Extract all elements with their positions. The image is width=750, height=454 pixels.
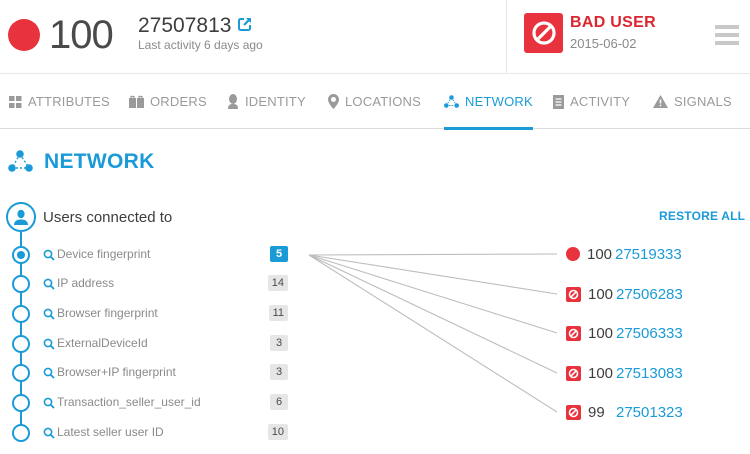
connected-user: 100 27519333 — [566, 245, 682, 263]
connection-radio[interactable] — [12, 364, 30, 382]
tab-activity[interactable]: ACTIVITY — [553, 74, 630, 129]
connection-label[interactable]: Latest seller user ID — [57, 425, 164, 439]
connection-count-badge: 6 — [270, 394, 288, 410]
connection-radio[interactable] — [12, 335, 30, 353]
connected-user-id-link[interactable]: 27513083 — [616, 364, 683, 382]
tab-label: NETWORK — [465, 94, 533, 109]
status-label: BAD USER — [570, 14, 656, 31]
network-icon — [444, 95, 459, 108]
user-icon — [6, 202, 36, 232]
shopping-bags-icon — [129, 95, 144, 108]
connected-user-id-link[interactable]: 27501323 — [616, 403, 683, 421]
tab-label: LOCATIONS — [345, 94, 421, 109]
user-score: 100 — [49, 13, 114, 57]
connection-label[interactable]: Browser fingerprint — [57, 306, 158, 320]
user-header: 100 27507813 Last activity 6 days ago BA… — [0, 0, 750, 74]
connection-row[interactable]: Transaction_seller_user_id 6 — [12, 394, 292, 412]
connection-row[interactable]: Device fingerprint 5 — [12, 246, 292, 264]
tab-label: ORDERS — [150, 94, 207, 109]
connection-row[interactable]: Browser+IP fingerprint 3 — [12, 364, 292, 382]
tab-identity[interactable]: IDENTITY — [227, 74, 306, 129]
search-icon[interactable] — [43, 427, 55, 439]
connection-row[interactable]: Browser fingerprint 11 — [12, 305, 292, 323]
connection-row[interactable]: ExternalDeviceId 3 — [12, 335, 292, 353]
section-heading: NETWORK — [8, 150, 155, 174]
status-date: 2015-06-02 — [570, 36, 637, 51]
tab-network[interactable]: NETWORK — [444, 74, 533, 130]
connection-count-badge: 10 — [267, 424, 288, 440]
connection-count-badge: 14 — [267, 275, 288, 291]
tab-label: ACTIVITY — [570, 94, 631, 109]
connected-user: 100 27506283 — [566, 285, 683, 303]
ban-icon — [566, 325, 581, 341]
connected-user-id-link[interactable]: 27506333 — [616, 324, 683, 342]
user-id: 27507813 — [138, 14, 232, 37]
connection-timeline — [20, 232, 22, 433]
connected-user-score: 100 — [588, 285, 614, 303]
tab-orders[interactable]: ORDERS — [129, 74, 207, 129]
connected-user: 100 27513083 — [566, 364, 683, 382]
hamburger-menu-icon[interactable] — [715, 25, 739, 45]
map-pin-icon — [328, 94, 339, 109]
document-icon — [553, 94, 564, 109]
connection-label[interactable]: ExternalDeviceId — [57, 336, 148, 350]
connection-radio[interactable] — [12, 246, 30, 264]
connected-user-id-link[interactable]: 27506283 — [616, 285, 683, 303]
search-icon[interactable] — [43, 308, 55, 320]
connection-count-badge: 3 — [270, 364, 288, 380]
connection-count-badge: 3 — [270, 335, 288, 351]
connected-user-score: 99 — [588, 403, 605, 421]
search-icon[interactable] — [43, 367, 55, 379]
ban-icon — [566, 286, 581, 302]
connection-label[interactable]: Browser+IP fingerprint — [57, 365, 176, 379]
connected-user: 100 27506333 — [566, 324, 683, 342]
search-icon[interactable] — [43, 249, 55, 261]
search-icon[interactable] — [43, 338, 55, 350]
external-link-icon[interactable] — [238, 17, 252, 31]
last-activity: Last activity 6 days ago — [138, 38, 263, 52]
score-indicator-dot — [8, 19, 40, 51]
connected-user: 99 27501323 — [566, 403, 683, 421]
warning-icon — [653, 95, 668, 108]
ban-icon — [566, 365, 581, 381]
tab-attributes[interactable]: ATTRIBUTES — [9, 74, 110, 129]
connection-label[interactable]: Device fingerprint — [57, 247, 151, 261]
connection-radio[interactable] — [12, 394, 30, 412]
section-title: NETWORK — [44, 150, 155, 173]
ban-icon — [566, 404, 581, 420]
connection-row[interactable]: Latest seller user ID 10 — [12, 424, 292, 442]
users-connected-label: Users connected to — [43, 208, 173, 226]
users-connected-header: Users connected to — [6, 202, 172, 232]
connected-user-score: 100 — [587, 245, 613, 263]
tab-locations[interactable]: LOCATIONS — [328, 74, 421, 129]
connection-radio[interactable] — [12, 305, 30, 323]
tab-label: ATTRIBUTES — [28, 94, 110, 109]
ban-icon — [524, 13, 563, 53]
tab-label: SIGNALS — [674, 94, 732, 109]
tab-signals[interactable]: SIGNALS — [653, 74, 732, 129]
connection-label[interactable]: Transaction_seller_user_id — [57, 395, 201, 409]
connection-row[interactable]: IP address 14 — [12, 275, 292, 293]
score-dot-icon — [566, 247, 580, 261]
connection-radio[interactable] — [12, 424, 30, 442]
connection-count-badge: 11 — [268, 305, 288, 321]
connected-user-score: 100 — [588, 364, 614, 382]
search-icon[interactable] — [43, 278, 55, 290]
tab-bar: ATTRIBUTES ORDERS IDENTITY LOCATIONS NET… — [0, 74, 750, 130]
person-icon — [227, 94, 239, 109]
header-divider — [506, 0, 507, 74]
search-icon[interactable] — [43, 397, 55, 409]
connection-radio[interactable] — [12, 275, 30, 293]
connection-count-badge: 5 — [270, 246, 288, 262]
restore-all-button[interactable]: RESTORE ALL — [659, 209, 746, 223]
network-icon — [8, 150, 33, 172]
connected-user-id-link[interactable]: 27519333 — [615, 245, 682, 263]
grid-icon — [9, 95, 22, 108]
tab-label: IDENTITY — [245, 94, 306, 109]
connection-label[interactable]: IP address — [57, 276, 115, 290]
connected-user-score: 100 — [588, 324, 614, 342]
